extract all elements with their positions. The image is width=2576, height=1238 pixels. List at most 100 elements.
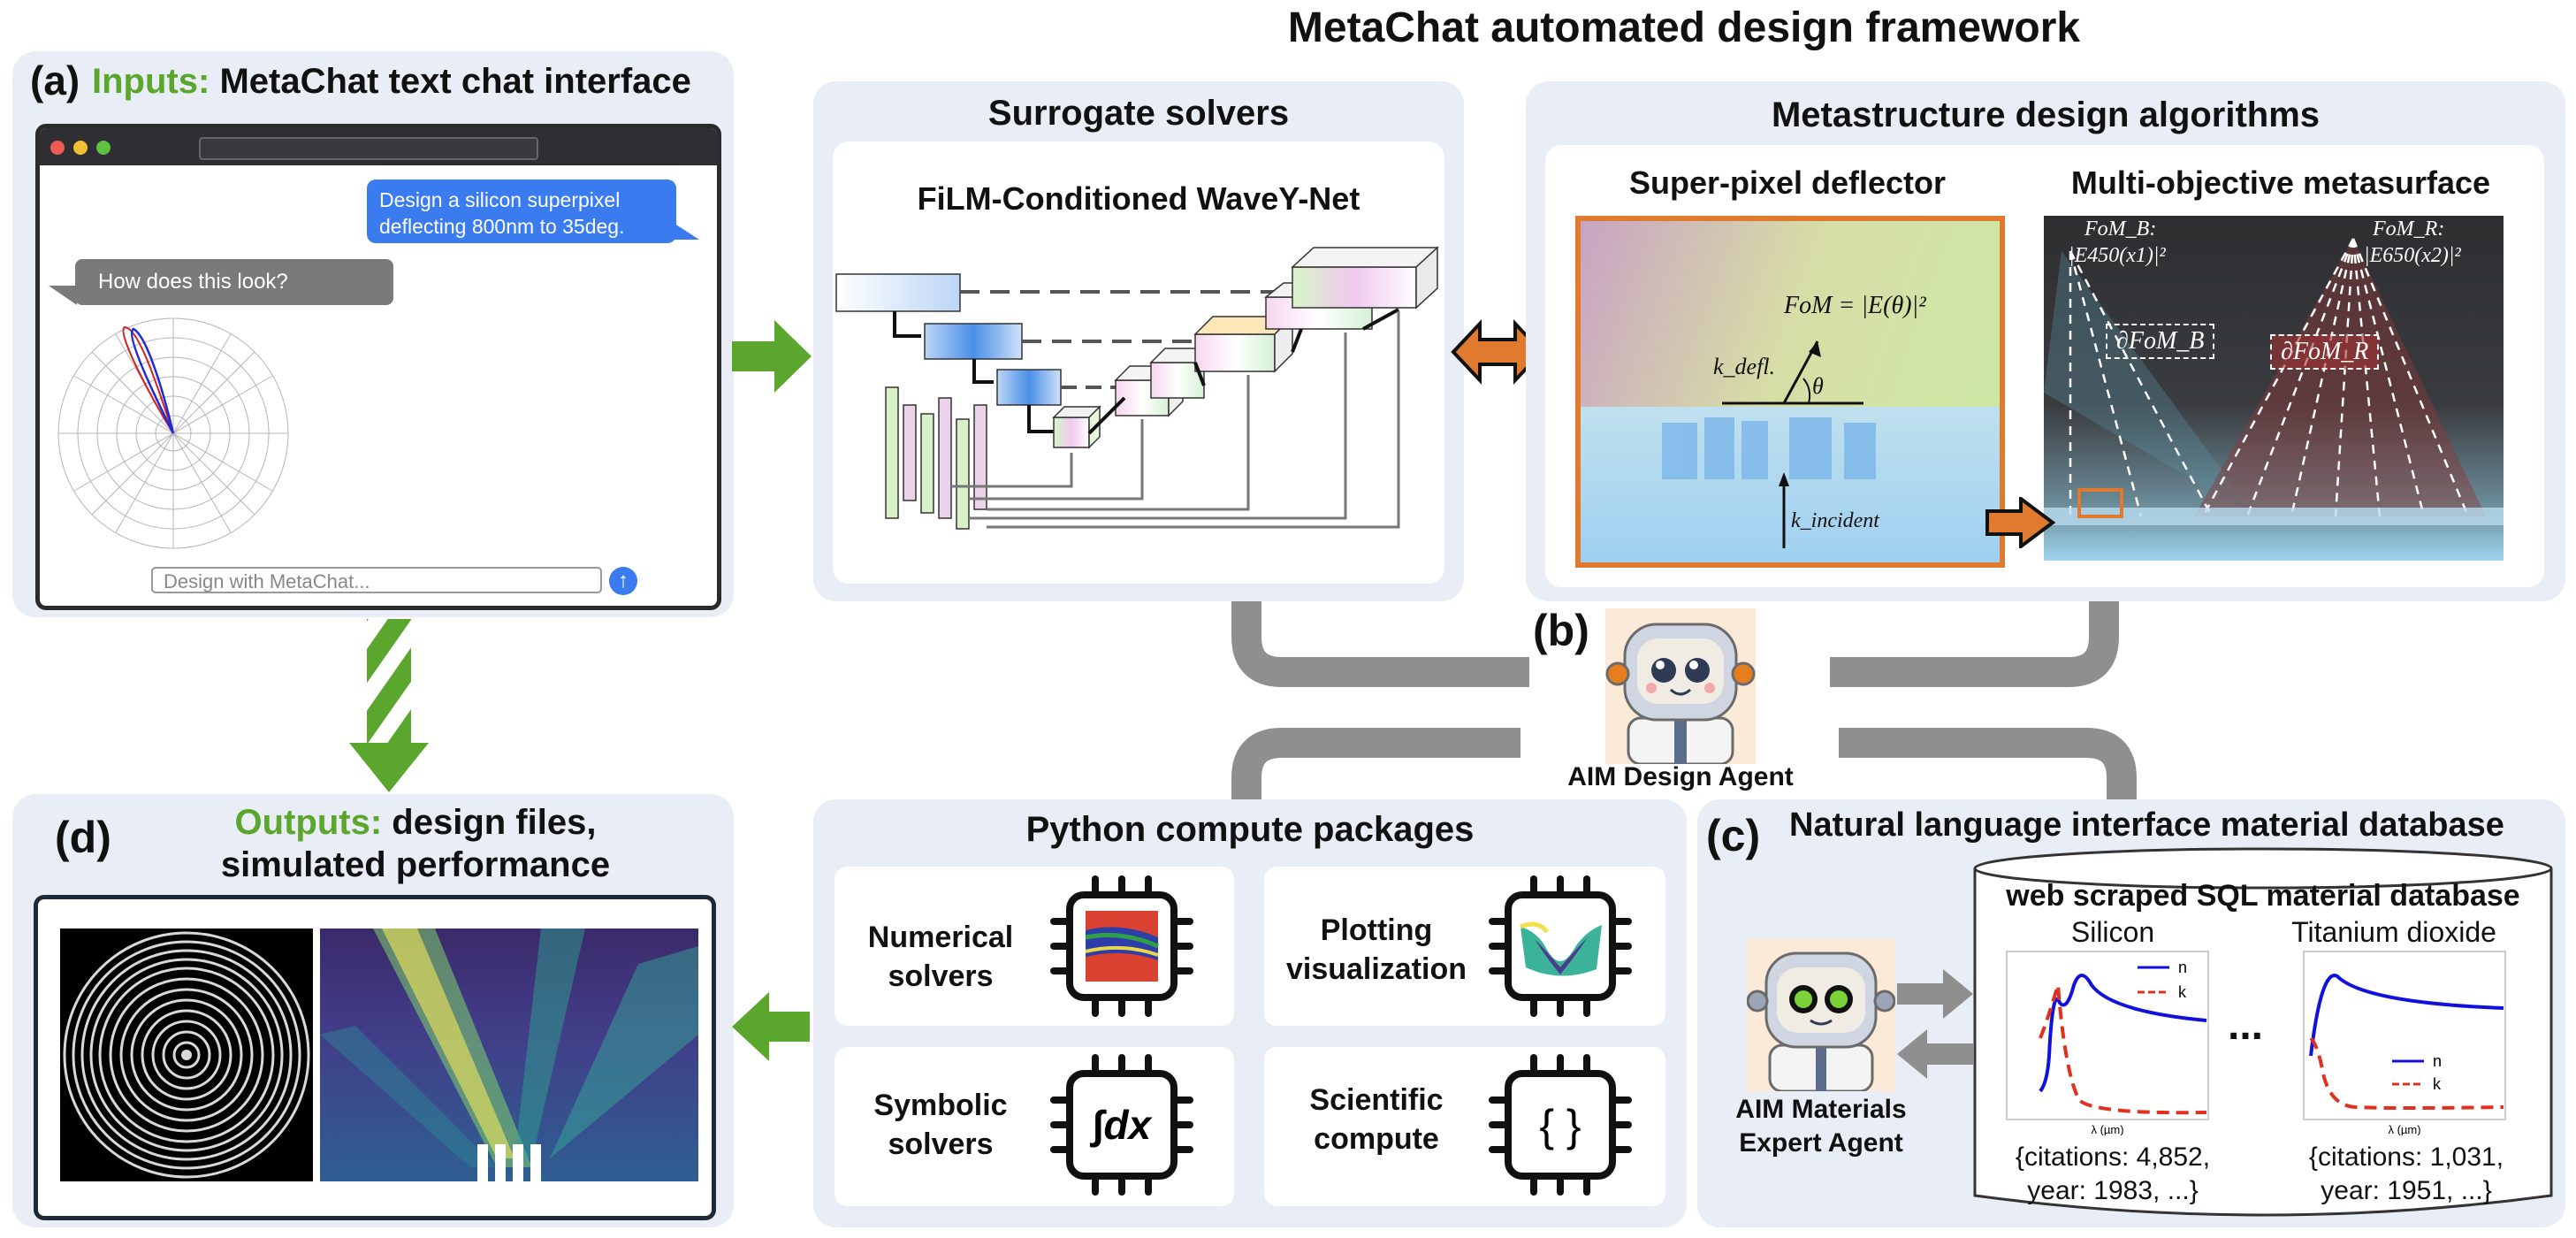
numerical-line1: Numerical (867, 921, 1014, 954)
db-title: web scraped SQL material database (2006, 879, 2520, 913)
film-bar-2 (903, 404, 917, 501)
design-agent-name: AIM Design Agent (1567, 762, 1794, 791)
tio2-n-curve (2309, 974, 2504, 1057)
algorithms-title: Metastructure design algorithms (1771, 96, 2321, 134)
surrogate-title: Surrogate solvers (987, 94, 1290, 133)
tio2-nk-chart: n k λ (µm) (2303, 951, 2506, 1135)
silicon-citation-line1: {citations: 4,852, (2015, 1142, 2211, 1172)
numerical-chip-icon (1050, 875, 1193, 1017)
braces-symbol: { } (1539, 1101, 1581, 1150)
silicon-legend-n: n (2178, 959, 2187, 976)
polar-blue-lobe (131, 327, 175, 434)
film-bar-5 (956, 418, 970, 530)
plotting-line1: Plotting (1320, 913, 1433, 947)
silicon-n-curve (2039, 974, 2207, 1093)
silicon-nk-chart: n k λ (µm) (2006, 951, 2209, 1135)
panel-b-label: (b) (1533, 606, 1589, 655)
deflector-image: FoM = |E(θ)|² k_defl. θ k_incident (1575, 216, 2005, 568)
numerical-label: Numerical solvers (843, 918, 1038, 996)
metasurface-image: FoM_B: |E450(x1)|² FoM_R: |E650(x2)|² ∂F… (2044, 216, 2504, 561)
silicon-axis-label: λ (µm) (2091, 1123, 2123, 1135)
symbolic-line2: solvers (888, 1127, 994, 1161)
zoom-arrow (1985, 497, 2056, 548)
chat-window: Design a silicon superpixel deflecting 8… (35, 124, 721, 610)
silicon-k-curve (2039, 984, 2207, 1115)
panel-d-label: (d) (55, 813, 111, 862)
panel-a-title-rest: MetaChat text chat interface (219, 62, 691, 101)
integral-symbol: ∫dx (1089, 1102, 1154, 1148)
send-arrow-icon[interactable]: ↑ (609, 567, 637, 595)
polar-plot (57, 317, 289, 549)
integral-chip-icon: ∫dx (1050, 1054, 1193, 1196)
scientific-line1: Scientific (1309, 1083, 1444, 1117)
panel-d-title-rest: design files, (392, 803, 597, 842)
user-bubble-tail (669, 220, 699, 240)
k-defl-label: k_defl. (1713, 354, 1776, 379)
panel-d-title-line1: Outputs: design files, (177, 803, 654, 843)
maximize-dot-icon[interactable] (96, 141, 111, 155)
agent-db-arrows (1897, 969, 1973, 1079)
chat-input[interactable]: Design with MetaChat... (151, 567, 602, 593)
material-name-tio2: Titanium dioxide (2291, 916, 2496, 948)
fom-r-expr: |E650(x2)|² (2364, 244, 2461, 267)
braces-chip-icon: { } (1489, 1054, 1632, 1196)
panel-a-title: Inputs: MetaChat text chat interface (92, 62, 691, 102)
material-name-silicon: Silicon (2070, 916, 2155, 948)
fom-b-label: FoM_B: (2084, 218, 2157, 241)
deflector-title: Super-pixel deflector (1628, 164, 1947, 201)
materials-agent-line2: Expert Agent (1739, 1128, 1903, 1158)
theta-label: θ (1812, 373, 1824, 399)
encoder-block-3 (996, 369, 1062, 406)
fom-b-expr: |E450(x1)|² (2069, 244, 2166, 267)
fom-r-label: FoM_R: (2373, 218, 2445, 241)
film-bar-1 (885, 386, 899, 519)
plot-chip-icon (1489, 875, 1632, 1017)
film-bar-6 (973, 404, 987, 510)
down-arrow-a-to-d (349, 619, 429, 792)
polar-red-lobe (122, 325, 174, 434)
left-arrow-python-to-outputs (732, 992, 810, 1061)
fom-label: FoM = |E(θ)|² (1784, 292, 1926, 319)
plotting-label: Plotting visualization (1268, 911, 1485, 989)
panel-d-title-line2: simulated performance (220, 845, 611, 884)
network-name: FiLM-Conditioned WaveY-Net (917, 180, 1360, 217)
panel-c-label: (c) (1706, 811, 1761, 860)
plotting-line2: visualization (1285, 952, 1467, 986)
tio2-citation-line1: {citations: 1,031, (2308, 1142, 2504, 1172)
right-arrow-a-to-solvers (732, 320, 812, 393)
film-bar-3 (920, 413, 934, 514)
close-dot-icon[interactable] (50, 141, 65, 155)
tio2-legend-n: n (2433, 1052, 2442, 1070)
scientific-line2: compute (1314, 1122, 1439, 1156)
ellipsis: ... (2227, 1002, 2263, 1049)
multiobjective-title: Multi-objective metasurface (2070, 164, 2491, 201)
panel-a-title-green: Inputs: (92, 62, 210, 101)
grad-r-label: ∂FoM_R (2270, 334, 2380, 370)
symbolic-line1: Symbolic (873, 1089, 1008, 1122)
film-bar-4 (938, 397, 952, 519)
k-incident-label: k_incident (1791, 509, 1879, 532)
numerical-line2: solvers (888, 959, 994, 993)
main-title: MetaChat automated design framework (1287, 4, 2081, 51)
tio2-citation-line2: year: 1951, ...} (2321, 1176, 2492, 1205)
materials-agent-line1: AIM Materials (1735, 1095, 1907, 1124)
tio2-legend-k: k (2433, 1075, 2442, 1093)
user-message-bubble: Design a silicon superpixel deflecting 8… (367, 180, 676, 243)
silicon-citation-line2: year: 1983, ...} (2027, 1176, 2199, 1205)
address-bar[interactable] (199, 137, 538, 160)
minimize-dot-icon[interactable] (73, 141, 88, 155)
panel-d-title-green: Outputs: (234, 803, 383, 842)
tio2-axis-label: λ (µm) (2388, 1123, 2420, 1135)
encoder-block-1 (835, 273, 961, 312)
simulated-field-image (320, 928, 698, 1181)
silicon-legend-k: k (2178, 983, 2187, 1001)
design-agent-avatar (1605, 608, 1756, 766)
symbolic-label: Symbolic solvers (843, 1086, 1038, 1164)
scientific-label: Scientific compute (1268, 1081, 1485, 1158)
design-file-image (60, 928, 313, 1181)
agent-bubble-tail (49, 286, 77, 305)
grad-b-label: ∂FoM_B (2106, 324, 2215, 359)
materials-agent-avatar (1746, 939, 1896, 1093)
python-title: Python compute packages (1025, 810, 1475, 849)
tio2-k-curve (2309, 1036, 2504, 1110)
